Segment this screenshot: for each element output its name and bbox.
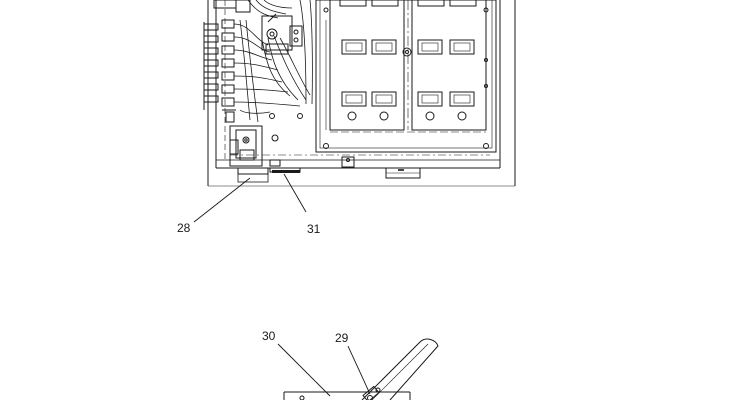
leader-lines-top — [193, 173, 307, 223]
leader-lines-bottom — [277, 343, 371, 397]
terminal-strip — [203, 0, 237, 123]
callout-29: 29 — [335, 331, 349, 345]
callout-31: 31 — [307, 222, 321, 236]
relay-block — [235, 0, 303, 55]
lower-detail — [283, 338, 439, 400]
callout-30: 30 — [262, 329, 276, 343]
breaker-panel — [315, 0, 497, 153]
callout-28: 28 — [177, 221, 191, 235]
wiring-harness — [233, 0, 313, 123]
base-rails — [237, 167, 421, 183]
mounting-plate — [229, 113, 355, 168]
